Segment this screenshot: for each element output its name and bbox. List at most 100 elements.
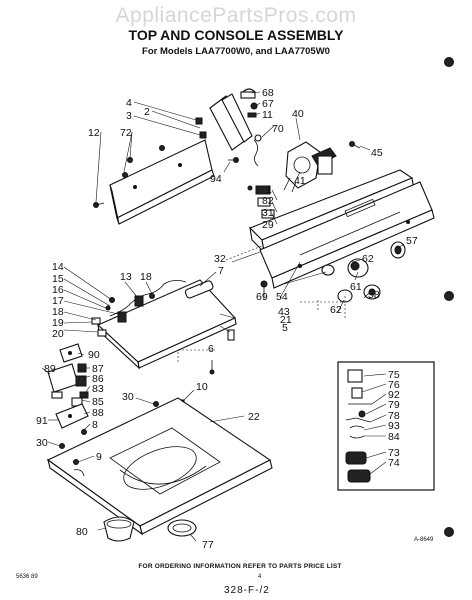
screw-part-5 — [227, 329, 235, 341]
callout-7: 7 — [218, 265, 224, 277]
diagram-subtitle: For Models LAA7700W0, and LAA7705W0 — [142, 46, 330, 57]
callout-5: 5 — [282, 322, 288, 334]
callout-67: 67 — [262, 98, 274, 110]
bracket-part-90 — [59, 343, 83, 363]
callout-13: 13 — [120, 271, 132, 283]
callout-72: 72 — [120, 127, 132, 139]
callout-labels: 4 2 3 12 72 68 67 11 40 70 94 1 41 82 31… — [36, 87, 418, 551]
callout-16: 16 — [52, 284, 64, 296]
callout-78: 78 — [388, 410, 400, 422]
lid-part — [97, 279, 237, 370]
callout-91: 91 — [36, 415, 48, 427]
plate-part-91 — [55, 403, 89, 429]
callout-31: 31 — [262, 207, 274, 219]
callout-43: 43 — [278, 306, 290, 318]
bracket-part — [195, 93, 253, 151]
callout-30: 30 — [122, 391, 134, 403]
punch-hole-middle — [444, 291, 454, 301]
callout-40: 40 — [292, 108, 304, 120]
watermark-text: AppliancePartsPros.com — [116, 4, 357, 27]
timer-part-40 — [283, 141, 337, 193]
seal-ring-part-77 — [167, 519, 197, 537]
leader-lines — [41, 91, 405, 542]
callout-88: 88 — [92, 407, 104, 419]
clip-part-11 — [247, 112, 257, 118]
callout-10: 10 — [196, 381, 208, 393]
screw-part-8 — [81, 429, 87, 435]
callout-94: 94 — [210, 173, 222, 185]
callout-76: 76 — [388, 379, 400, 391]
callout-74: 74 — [388, 457, 400, 469]
kit-box — [337, 361, 435, 491]
callout-75: 75 — [388, 369, 400, 381]
callout-12: 12 — [88, 127, 100, 139]
lid-hinge-parts — [91, 293, 155, 337]
knob-parts-62 — [321, 264, 353, 303]
callout-45: 45 — [371, 147, 383, 159]
callout-41: 41 — [294, 175, 306, 187]
callout-83: 83 — [92, 383, 104, 395]
callout-4: 4 — [126, 97, 132, 109]
screw-parts-72 — [93, 145, 165, 208]
callout-30-lower: 30 — [36, 437, 48, 449]
screw-part-94 — [228, 157, 239, 163]
callout-18-top: 18 — [140, 271, 152, 283]
spring-part-67 — [250, 102, 258, 110]
dispenser-part-80 — [103, 516, 135, 542]
footer-text: FOR ORDERING INFORMATION REFER TO PARTS … — [138, 563, 341, 570]
callout-62-second: 62 — [330, 304, 342, 316]
callout-9: 9 — [96, 451, 102, 463]
knob-parts-61 — [347, 258, 369, 278]
callout-18: 18 — [52, 306, 64, 318]
callout-85: 85 — [92, 396, 104, 408]
wire-harness-70 — [253, 134, 262, 167]
top-panel-part — [46, 397, 273, 536]
callout-70: 70 — [272, 123, 284, 135]
screw-part-45 — [349, 141, 361, 149]
callout-92: 92 — [388, 389, 400, 401]
callout-90: 90 — [88, 349, 100, 361]
knob-part-58 — [363, 284, 381, 300]
page-number: 4 — [258, 574, 262, 580]
kit-parts-73-74 — [345, 451, 371, 483]
callout-77: 77 — [202, 539, 214, 551]
callout-68: 68 — [262, 87, 274, 99]
callout-84: 84 — [388, 431, 400, 443]
callout-29: 29 — [262, 219, 274, 231]
handwritten-note: 328-F-/2 — [224, 585, 270, 596]
hinge-part-68 — [240, 88, 256, 99]
punch-hole-bottom — [444, 527, 454, 537]
callout-11: 11 — [262, 109, 273, 121]
callout-6: 6 — [208, 343, 214, 355]
callout-58: 58 — [368, 289, 380, 301]
callout-73: 73 — [388, 447, 400, 459]
callout-82: 82 — [262, 195, 274, 207]
screw-part-6 — [209, 360, 215, 375]
callout-15: 15 — [52, 273, 64, 285]
diagram-title: TOP AND CONSOLE ASSEMBLY — [129, 27, 345, 43]
kit-parts-93-84 — [349, 425, 365, 439]
callout-89: 89 — [44, 363, 56, 375]
callout-14: 14 — [52, 261, 64, 273]
switch-parts-82-31-29 — [247, 185, 275, 219]
callout-69: 69 — [256, 291, 268, 303]
diagram-code: A-8649 — [414, 537, 434, 543]
callout-32: 32 — [214, 253, 226, 265]
kit-parts-75-76 — [347, 369, 363, 399]
callout-79: 79 — [388, 399, 400, 411]
control-panel-part — [109, 139, 215, 225]
dashed-guide-lines — [177, 245, 346, 362]
screw-part-69 — [260, 280, 268, 296]
callout-87: 87 — [92, 363, 104, 375]
callout-20: 20 — [52, 328, 64, 340]
page-code: 5636 89 — [16, 574, 38, 580]
callout-54: 54 — [276, 291, 288, 303]
punch-hole-top — [444, 57, 454, 67]
kit-parts-92-79-78 — [345, 403, 372, 423]
callout-1: 1 — [266, 184, 272, 196]
console-part — [249, 169, 435, 289]
callout-2: 2 — [144, 106, 150, 118]
switch-parts-86-83 — [75, 375, 89, 399]
callout-93: 93 — [388, 420, 400, 432]
